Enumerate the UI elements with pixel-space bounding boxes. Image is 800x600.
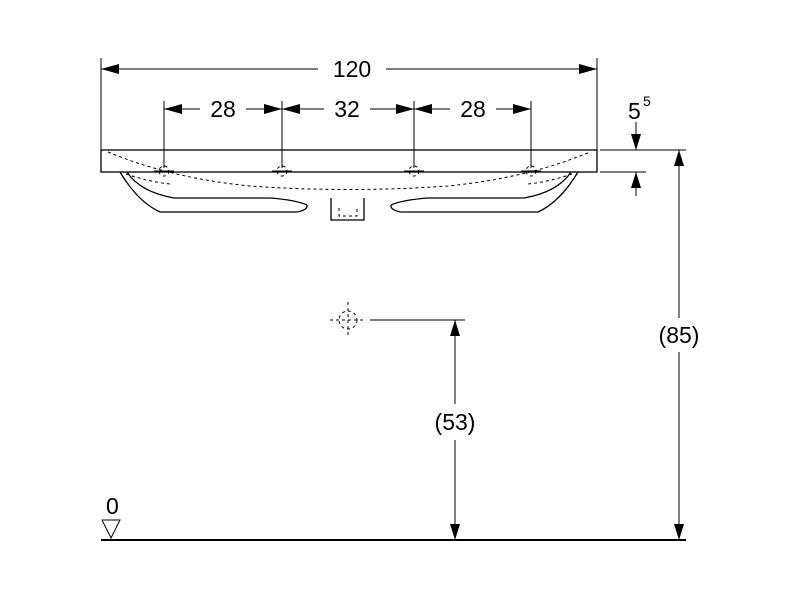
- drain-marker: [330, 302, 465, 338]
- rim-thickness-label: 5: [628, 98, 641, 124]
- spacing-left-label: 28: [210, 96, 236, 122]
- tap-hole-icon: [154, 165, 174, 177]
- floor-level-marker: 0: [101, 493, 121, 540]
- tap-hole-icon: [404, 165, 424, 177]
- basin-body: [100, 149, 598, 221]
- tap-hole-icon: [272, 165, 292, 177]
- rim-thickness-superscript: 5: [643, 93, 651, 109]
- tap-hole-icon: [521, 165, 541, 177]
- rim-height-dimension: (85): [659, 150, 700, 540]
- floor-level-label: 0: [106, 493, 119, 519]
- drain-height-label: (53): [435, 409, 476, 435]
- overall-width-dimension: 120: [101, 56, 597, 82]
- overall-width-label: 120: [333, 56, 371, 82]
- rim-height-label: (85): [659, 322, 700, 348]
- overall-width-extension-lines: [100, 58, 598, 150]
- rim-thickness-dimension: 5 5: [600, 93, 686, 196]
- tap-spacing-dimension: 28 32 28: [164, 96, 531, 122]
- tap-hole-extension-lines: [163, 101, 532, 168]
- drain-height-dimension: (53): [435, 320, 476, 540]
- drain-outlet-icon: [330, 302, 366, 338]
- spacing-right-label: 28: [460, 96, 486, 122]
- tap-hole-markers: [154, 165, 541, 177]
- spacing-middle-label: 32: [334, 96, 360, 122]
- level-triangle-icon: [101, 519, 121, 540]
